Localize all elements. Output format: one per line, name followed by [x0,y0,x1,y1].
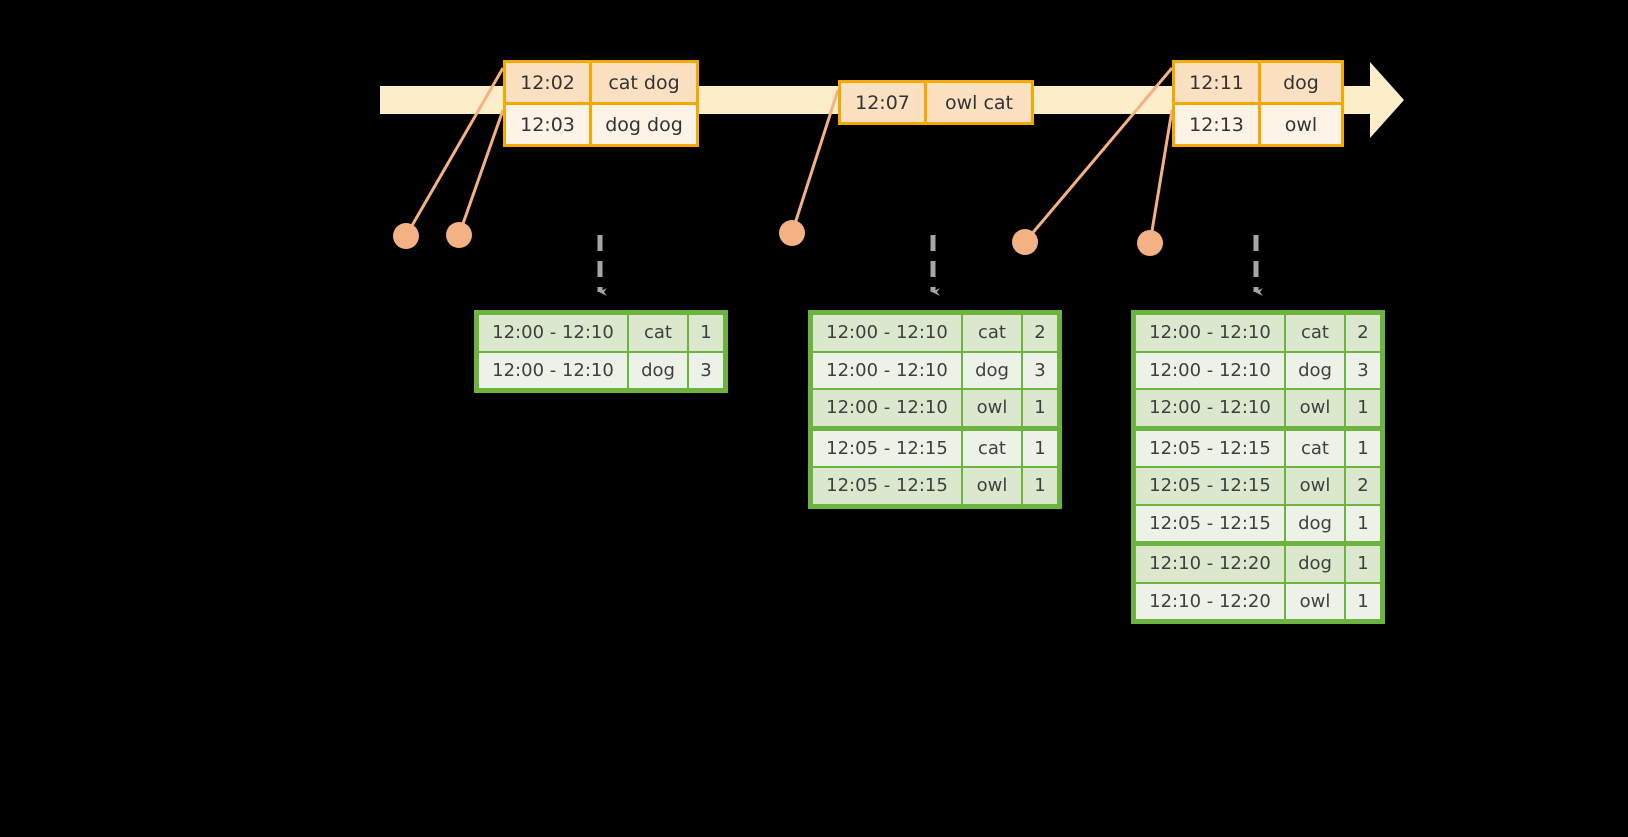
cell-count: 2 [1346,315,1380,351]
event-dot [779,220,805,246]
group-separator [1135,426,1381,430]
cell-window: 12:00 - 12:10 [1136,352,1284,388]
table-row[interactable]: 12:05 - 12:15 owl 2 [1135,467,1381,505]
cell-count: 1 [1023,430,1057,466]
table-row[interactable]: 12:00 - 12:10 cat 1 [478,314,724,352]
cell-window: 12:00 - 12:10 [813,390,961,426]
table-row[interactable]: 12:00 - 12:10 dog 3 [478,352,724,390]
group-separator [812,426,1058,430]
cell-word: cat [963,430,1021,466]
event-source-dots [393,220,1163,256]
cell-window: 12:00 - 12:10 [813,352,961,388]
event-row[interactable]: 12:13 owl [1175,102,1341,144]
cell-word: dog [963,352,1021,388]
event-dot [1012,229,1038,255]
event-time: 12:11 [1175,63,1261,102]
table-row[interactable]: 12:10 - 12:20 dog 1 [1135,545,1381,583]
event-time: 12:13 [1175,105,1261,144]
table-row[interactable]: 12:00 - 12:10 owl 1 [1135,389,1381,427]
table-row[interactable]: 12:00 - 12:10 owl 1 [812,389,1058,427]
cell-count: 2 [1346,468,1380,504]
cell-window: 12:05 - 12:15 [1136,505,1284,541]
cell-window: 12:10 - 12:20 [1136,546,1284,582]
event-time: 12:03 [506,105,592,144]
event-box-2[interactable]: 12:07 owl cat [838,80,1034,125]
cell-window: 12:05 - 12:15 [813,468,961,504]
event-row[interactable]: 12:02 cat dog [506,63,696,102]
cell-window: 12:00 - 12:10 [479,315,627,351]
trigger-arrows [597,235,1263,296]
cell-count: 1 [1023,390,1057,426]
event-row[interactable]: 12:03 dog dog [506,102,696,144]
cell-word: dog [629,352,687,388]
event-row[interactable]: 12:11 dog [1175,63,1341,102]
result-table-1[interactable]: 12:00 - 12:10 cat 1 12:00 - 12:10 dog 3 [474,310,728,393]
cell-word: owl [1286,468,1344,504]
table-row[interactable]: 12:05 - 12:15 cat 1 [812,430,1058,468]
cell-word: cat [963,315,1021,351]
cell-count: 3 [689,352,723,388]
cell-word: dog [1286,352,1344,388]
event-row[interactable]: 12:07 owl cat [841,83,1031,122]
event-words: owl [1284,113,1318,136]
event-dot [393,223,419,249]
cell-word: cat [629,315,687,351]
group-separator [1135,542,1381,545]
event-words: dog [1283,71,1319,94]
cell-word: owl [1286,390,1344,426]
cell-window: 12:00 - 12:10 [1136,315,1284,351]
cell-window: 12:05 - 12:15 [1136,430,1284,466]
event-time: 12:02 [506,63,592,102]
cell-window: 12:00 - 12:10 [813,315,961,351]
cell-count: 1 [1023,468,1057,504]
cell-window: 12:10 - 12:20 [1136,583,1284,619]
cell-word: owl [1286,583,1344,619]
cell-word: cat [1286,315,1344,351]
cell-word: owl [963,390,1021,426]
cell-word: owl [963,468,1021,504]
cell-count: 1 [1346,430,1380,466]
event-words: dog dog [605,113,683,136]
event-box-3[interactable]: 12:11 dog 12:13 owl [1172,60,1344,147]
event-time: 12:07 [841,83,927,122]
cell-window: 12:05 - 12:15 [813,430,961,466]
event-words: cat dog [608,71,680,94]
cell-count: 1 [689,315,723,351]
cell-word: cat [1286,430,1344,466]
cell-count: 3 [1346,352,1380,388]
cell-count: 1 [1346,583,1380,619]
cell-count: 2 [1023,315,1057,351]
table-row[interactable]: 12:05 - 12:15 dog 1 [1135,505,1381,543]
table-row[interactable]: 12:00 - 12:10 cat 2 [812,314,1058,352]
table-row[interactable]: 12:05 - 12:15 cat 1 [1135,430,1381,468]
cell-count: 1 [1346,505,1380,541]
cell-count: 1 [1346,546,1380,582]
table-row[interactable]: 12:00 - 12:10 cat 2 [1135,314,1381,352]
cell-word: dog [1286,546,1344,582]
cell-word: dog [1286,505,1344,541]
result-table-2[interactable]: 12:00 - 12:10 cat 2 12:00 - 12:10 dog 3 … [808,310,1062,509]
event-words: owl cat [944,91,1014,114]
table-row[interactable]: 12:00 - 12:10 dog 3 [812,352,1058,390]
event-box-1[interactable]: 12:02 cat dog 12:03 dog dog [503,60,699,147]
cell-count: 3 [1023,352,1057,388]
table-row[interactable]: 12:10 - 12:20 owl 1 [1135,583,1381,621]
table-row[interactable]: 12:00 - 12:10 dog 3 [1135,352,1381,390]
table-row[interactable]: 12:05 - 12:15 owl 1 [812,467,1058,505]
cell-window: 12:00 - 12:10 [479,352,627,388]
event-dot [446,222,472,248]
cell-window: 12:05 - 12:15 [1136,468,1284,504]
cell-count: 1 [1346,390,1380,426]
event-dot [1137,230,1163,256]
cell-window: 12:00 - 12:10 [1136,390,1284,426]
result-table-3[interactable]: 12:00 - 12:10 cat 2 12:00 - 12:10 dog 3 … [1131,310,1385,624]
